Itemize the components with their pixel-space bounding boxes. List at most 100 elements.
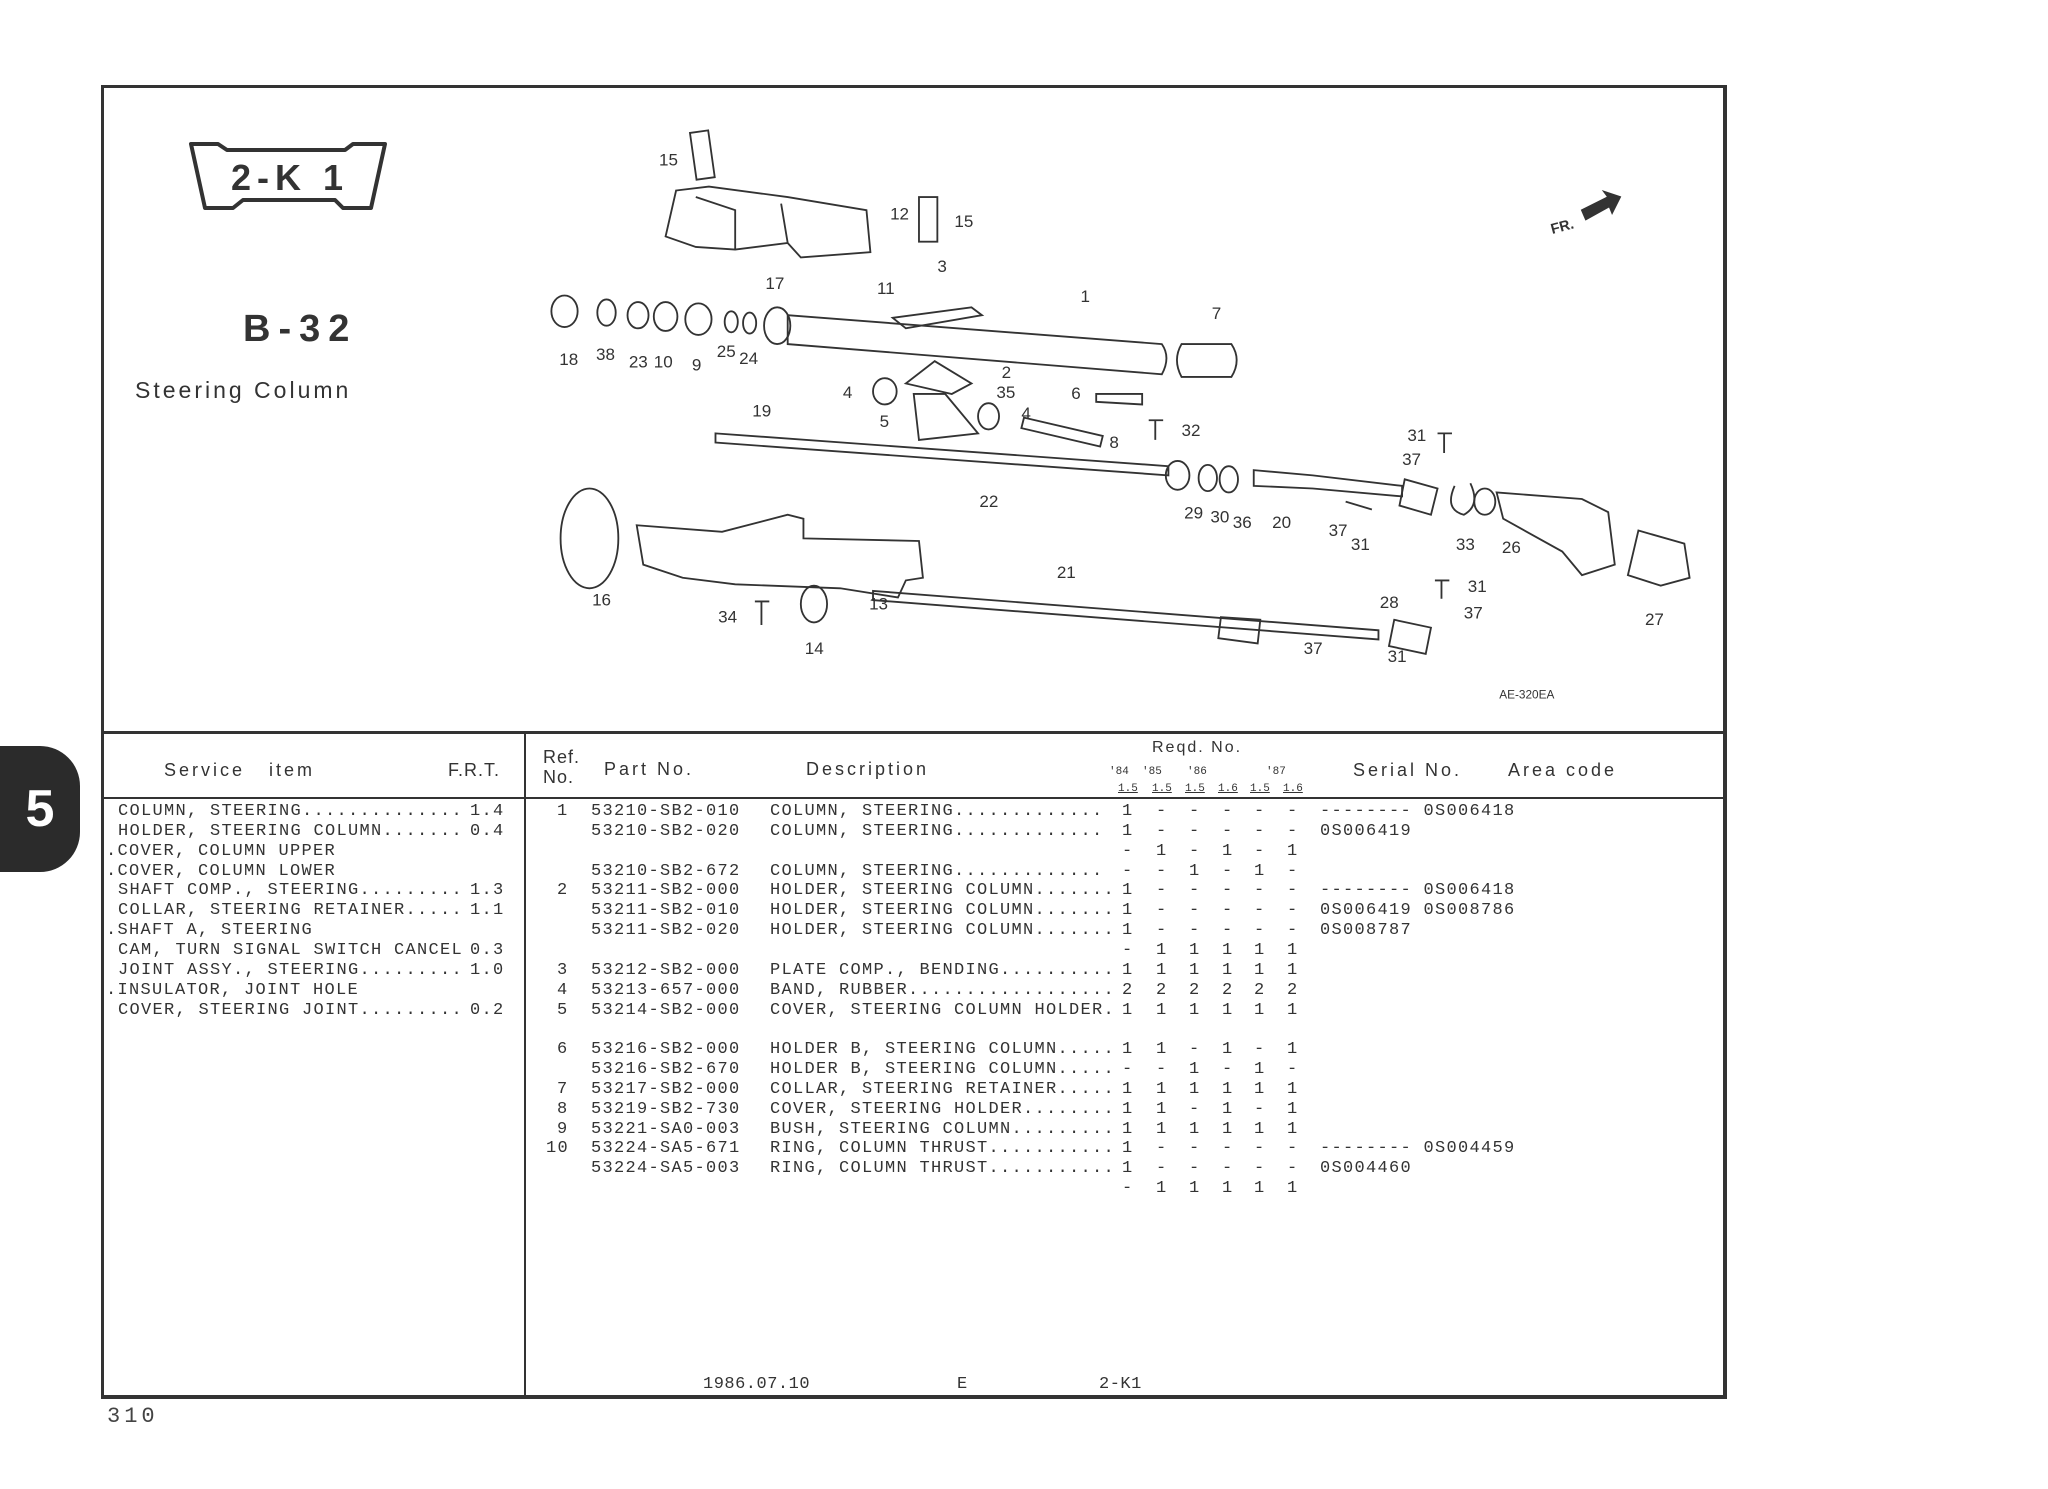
reqd-qty: - (1156, 1139, 1168, 1159)
reqd-qty: - (1222, 821, 1234, 841)
reqd-qty: - (1122, 940, 1134, 960)
drawing-code: AE-320EA (1499, 688, 1554, 702)
callout: 37 (1304, 639, 1323, 658)
header-variant: 1.5 (1185, 783, 1205, 795)
part-description: HOLDER, STEERING COLUMN....... (770, 901, 1116, 921)
reqd-qty: 1 (1156, 841, 1168, 861)
plate (918, 196, 939, 243)
reqd-qty: - (1287, 802, 1299, 821)
collar (1176, 343, 1238, 378)
part-description: COVER, STEERING HOLDER........ (770, 1099, 1116, 1119)
callout: 15 (954, 212, 973, 231)
part-description: BAND, RUBBER.................. (770, 980, 1116, 1000)
callout: 21 (1057, 563, 1076, 582)
reqd-qty: - (1156, 1060, 1168, 1080)
callout: 5 (880, 412, 889, 431)
header-ref: Ref. (543, 747, 581, 767)
reqd-qty: 1 (1287, 1119, 1299, 1139)
part-description: HOLDER, STEERING COLUMN....... (770, 881, 1116, 901)
callout: 30 (1210, 508, 1229, 527)
reqd-qty: 1 (1254, 1079, 1266, 1099)
serial-no: 0S006419 (1320, 821, 1413, 841)
reqd-qty: 1 (1122, 881, 1134, 901)
callout: 28 (1380, 593, 1399, 612)
reqd-qty: 1 (1156, 960, 1168, 980)
callout: 35 (996, 383, 1015, 402)
footer-edition: E (957, 1375, 969, 1394)
ref-no: 2 (557, 881, 569, 901)
service-item: .SHAFT A, STEERING (106, 921, 314, 941)
part-number: 53221-SA0-003 (591, 1119, 741, 1139)
header-frt: F.R.T. (448, 760, 501, 780)
reqd-qty: 1 (1254, 960, 1266, 980)
part-number: 53224-SA5-671 (591, 1139, 741, 1159)
reqd-qty: 1 (1122, 921, 1134, 941)
callout: 29 (1184, 504, 1203, 523)
page-title: Steering Column (135, 377, 352, 403)
reqd-qty: - (1287, 921, 1299, 941)
callout: 31 (1468, 577, 1487, 596)
reqd-qty: 1 (1287, 1040, 1299, 1060)
front-arrow-icon (1580, 190, 1622, 221)
ref-no: 1 (557, 802, 569, 821)
header-service-item: Service item (164, 760, 316, 780)
reqd-qty: 1 (1222, 1079, 1234, 1099)
reqd-qty: - (1156, 861, 1168, 881)
frt-value: 1.4 (470, 802, 505, 821)
reqd-qty: 1 (1156, 1179, 1168, 1199)
callout: 37 (1464, 603, 1483, 622)
callout: 20 (1272, 513, 1291, 532)
reqd-qty: 1 (1122, 901, 1134, 921)
service-item: COLUMN, STEERING.............. (118, 802, 464, 821)
part-description: HOLDER B, STEERING COLUMN..... (770, 1060, 1116, 1080)
reqd-qty: 1 (1287, 940, 1299, 960)
reqd-qty: 1 (1189, 1000, 1201, 1020)
callout: 17 (765, 274, 784, 293)
joint-cover-end (1626, 529, 1691, 587)
reqd-qty: - (1287, 901, 1299, 921)
part-description: HOLDER, STEERING COLUMN....... (770, 921, 1116, 941)
callout: 33 (1456, 535, 1475, 554)
reqd-qty: 1 (1287, 960, 1299, 980)
callout: 23 (629, 353, 648, 372)
reqd-qty: - (1222, 921, 1234, 941)
reqd-qty: 1 (1156, 1000, 1168, 1020)
reqd-qty: 1 (1222, 1119, 1234, 1139)
reqd-qty: - (1156, 1159, 1168, 1179)
reqd-qty: - (1254, 1139, 1266, 1159)
reqd-qty: - (1222, 802, 1234, 821)
header-year: '86 (1187, 766, 1207, 778)
reqd-qty: 1 (1189, 1179, 1201, 1199)
reqd-qty: 1 (1254, 1060, 1266, 1080)
group-code-badge: 2-K 1 (189, 142, 387, 210)
callout: 32 (1182, 421, 1201, 440)
ring (559, 487, 620, 590)
shaft (872, 589, 1380, 641)
reqd-qty: 1 (1189, 1079, 1201, 1099)
reqd-qty: - (1122, 861, 1134, 881)
frt-value: 1.3 (470, 881, 505, 901)
part-description: COLLAR, STEERING RETAINER..... (770, 1079, 1116, 1099)
callout: 2 (1002, 363, 1011, 382)
reqd-qty: - (1222, 1139, 1234, 1159)
reqd-qty: - (1189, 1040, 1201, 1060)
ref-no: 10 (546, 1139, 570, 1159)
reqd-qty: 1 (1122, 1159, 1134, 1179)
reqd-qty: - (1287, 881, 1299, 901)
reqd-qty: 1 (1287, 1079, 1299, 1099)
callout: 15 (659, 151, 678, 170)
section-tab: 5 (0, 746, 80, 872)
reqd-qty: - (1254, 821, 1266, 841)
callout: 13 (869, 594, 888, 613)
part-number: 53219-SB2-730 (591, 1099, 741, 1119)
header-part-no: Part No. (604, 759, 695, 779)
header-variant: 1.5 (1152, 783, 1172, 795)
header-year: '85 (1142, 766, 1162, 778)
part-description: COVER, STEERING COLUMN HOLDER. (770, 1000, 1116, 1020)
reqd-qty: - (1254, 841, 1266, 861)
reqd-qty: - (1254, 901, 1266, 921)
reqd-qty: 1 (1156, 1040, 1168, 1060)
callout: 31 (1388, 647, 1407, 666)
frt-value: 0.4 (470, 821, 505, 841)
reqd-qty: - (1189, 841, 1201, 861)
